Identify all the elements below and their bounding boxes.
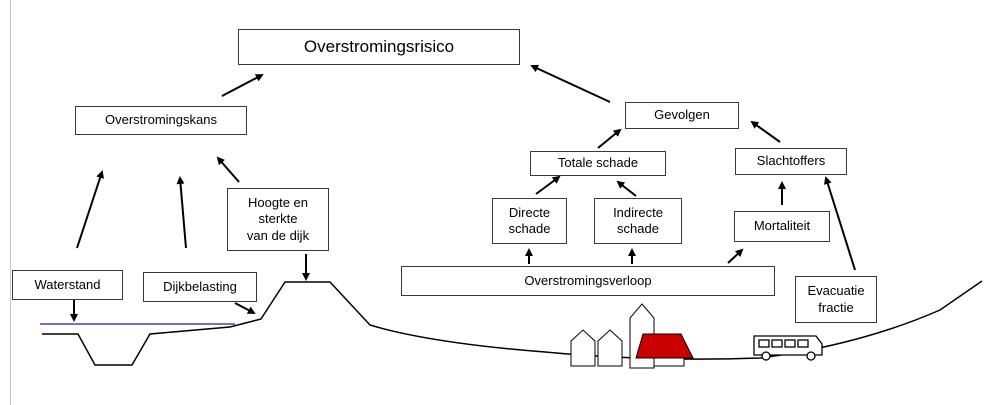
arrow-verloop-to-mortaliteit: [727, 248, 744, 264]
node-evacuatie-fractie: Evacuatie fractie: [795, 276, 877, 323]
arrow-kans-to-risico: [221, 74, 264, 97]
arrow-evacuatie-to-slachtoffers: [823, 176, 856, 271]
node-indirecte-schade: Indirecte schade: [594, 198, 682, 244]
node-hoogte-en-sterkte: Hoogte en sterkte van de dijk: [227, 188, 329, 251]
arrow-totaleschade-to-gevolgen: [597, 128, 622, 149]
node-mortaliteit: Mortaliteit: [734, 211, 830, 242]
red-roof-house-icon: [635, 333, 694, 367]
node-overstromingsverloop: Overstromingsverloop: [401, 266, 775, 296]
house-icon: [570, 329, 623, 367]
bus-icon: [753, 335, 823, 361]
arrow-indirecte-to-totale: [616, 180, 637, 197]
arrow-dijkbelasting-to-kans: [176, 176, 187, 249]
node-directe-schade: Directe schade: [492, 198, 567, 244]
node-slachtoffers: Slachtoffers: [735, 148, 847, 175]
arrow-directe-to-totale: [535, 175, 561, 195]
node-totale-schade: Totale schade: [530, 151, 666, 176]
node-overstromingsrisico: Overstromingsrisico: [238, 29, 520, 65]
arrow-dijkbelasting-to-dike: [234, 302, 256, 314]
arrow-waterstand-to-kans: [76, 170, 104, 249]
left-border-line: [10, 0, 11, 405]
arrow-slachtoffers-to-gevolgen: [750, 120, 781, 143]
arrow-gevolgen-to-risico: [530, 64, 611, 103]
node-overstromingskans: Overstromingskans: [75, 106, 247, 135]
node-gevolgen: Gevolgen: [625, 102, 739, 129]
arrow-hoogte-to-kans: [216, 156, 240, 183]
node-waterstand: Waterstand: [12, 270, 123, 300]
node-dijkbelasting: Dijkbelasting: [143, 272, 257, 302]
